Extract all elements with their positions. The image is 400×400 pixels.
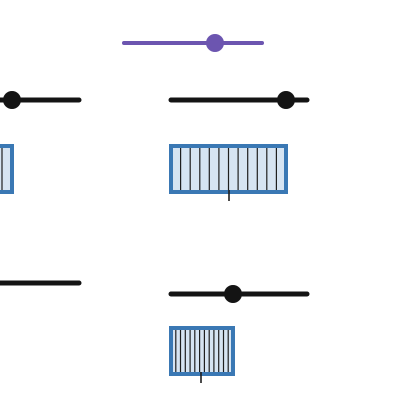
box-right-bottom-frame (169, 326, 235, 376)
box-right-bottom-bars (175, 330, 229, 372)
slider-right-bottom[interactable] (168, 285, 310, 303)
main-slider[interactable] (122, 34, 264, 52)
box-left-top (0, 144, 14, 194)
box-right-top-bars (180, 148, 277, 190)
box-left-top-frame (0, 144, 14, 194)
slider-right-top[interactable] (168, 91, 310, 109)
box-right-bottom (169, 326, 235, 383)
main-slider-knob[interactable] (206, 34, 224, 52)
slider-left-top-knob[interactable] (3, 91, 21, 109)
slider-right-bottom-knob[interactable] (224, 285, 242, 303)
slider-left-top[interactable] (0, 91, 82, 109)
slider-right-top-knob[interactable] (277, 91, 295, 109)
box-right-top (169, 144, 288, 201)
